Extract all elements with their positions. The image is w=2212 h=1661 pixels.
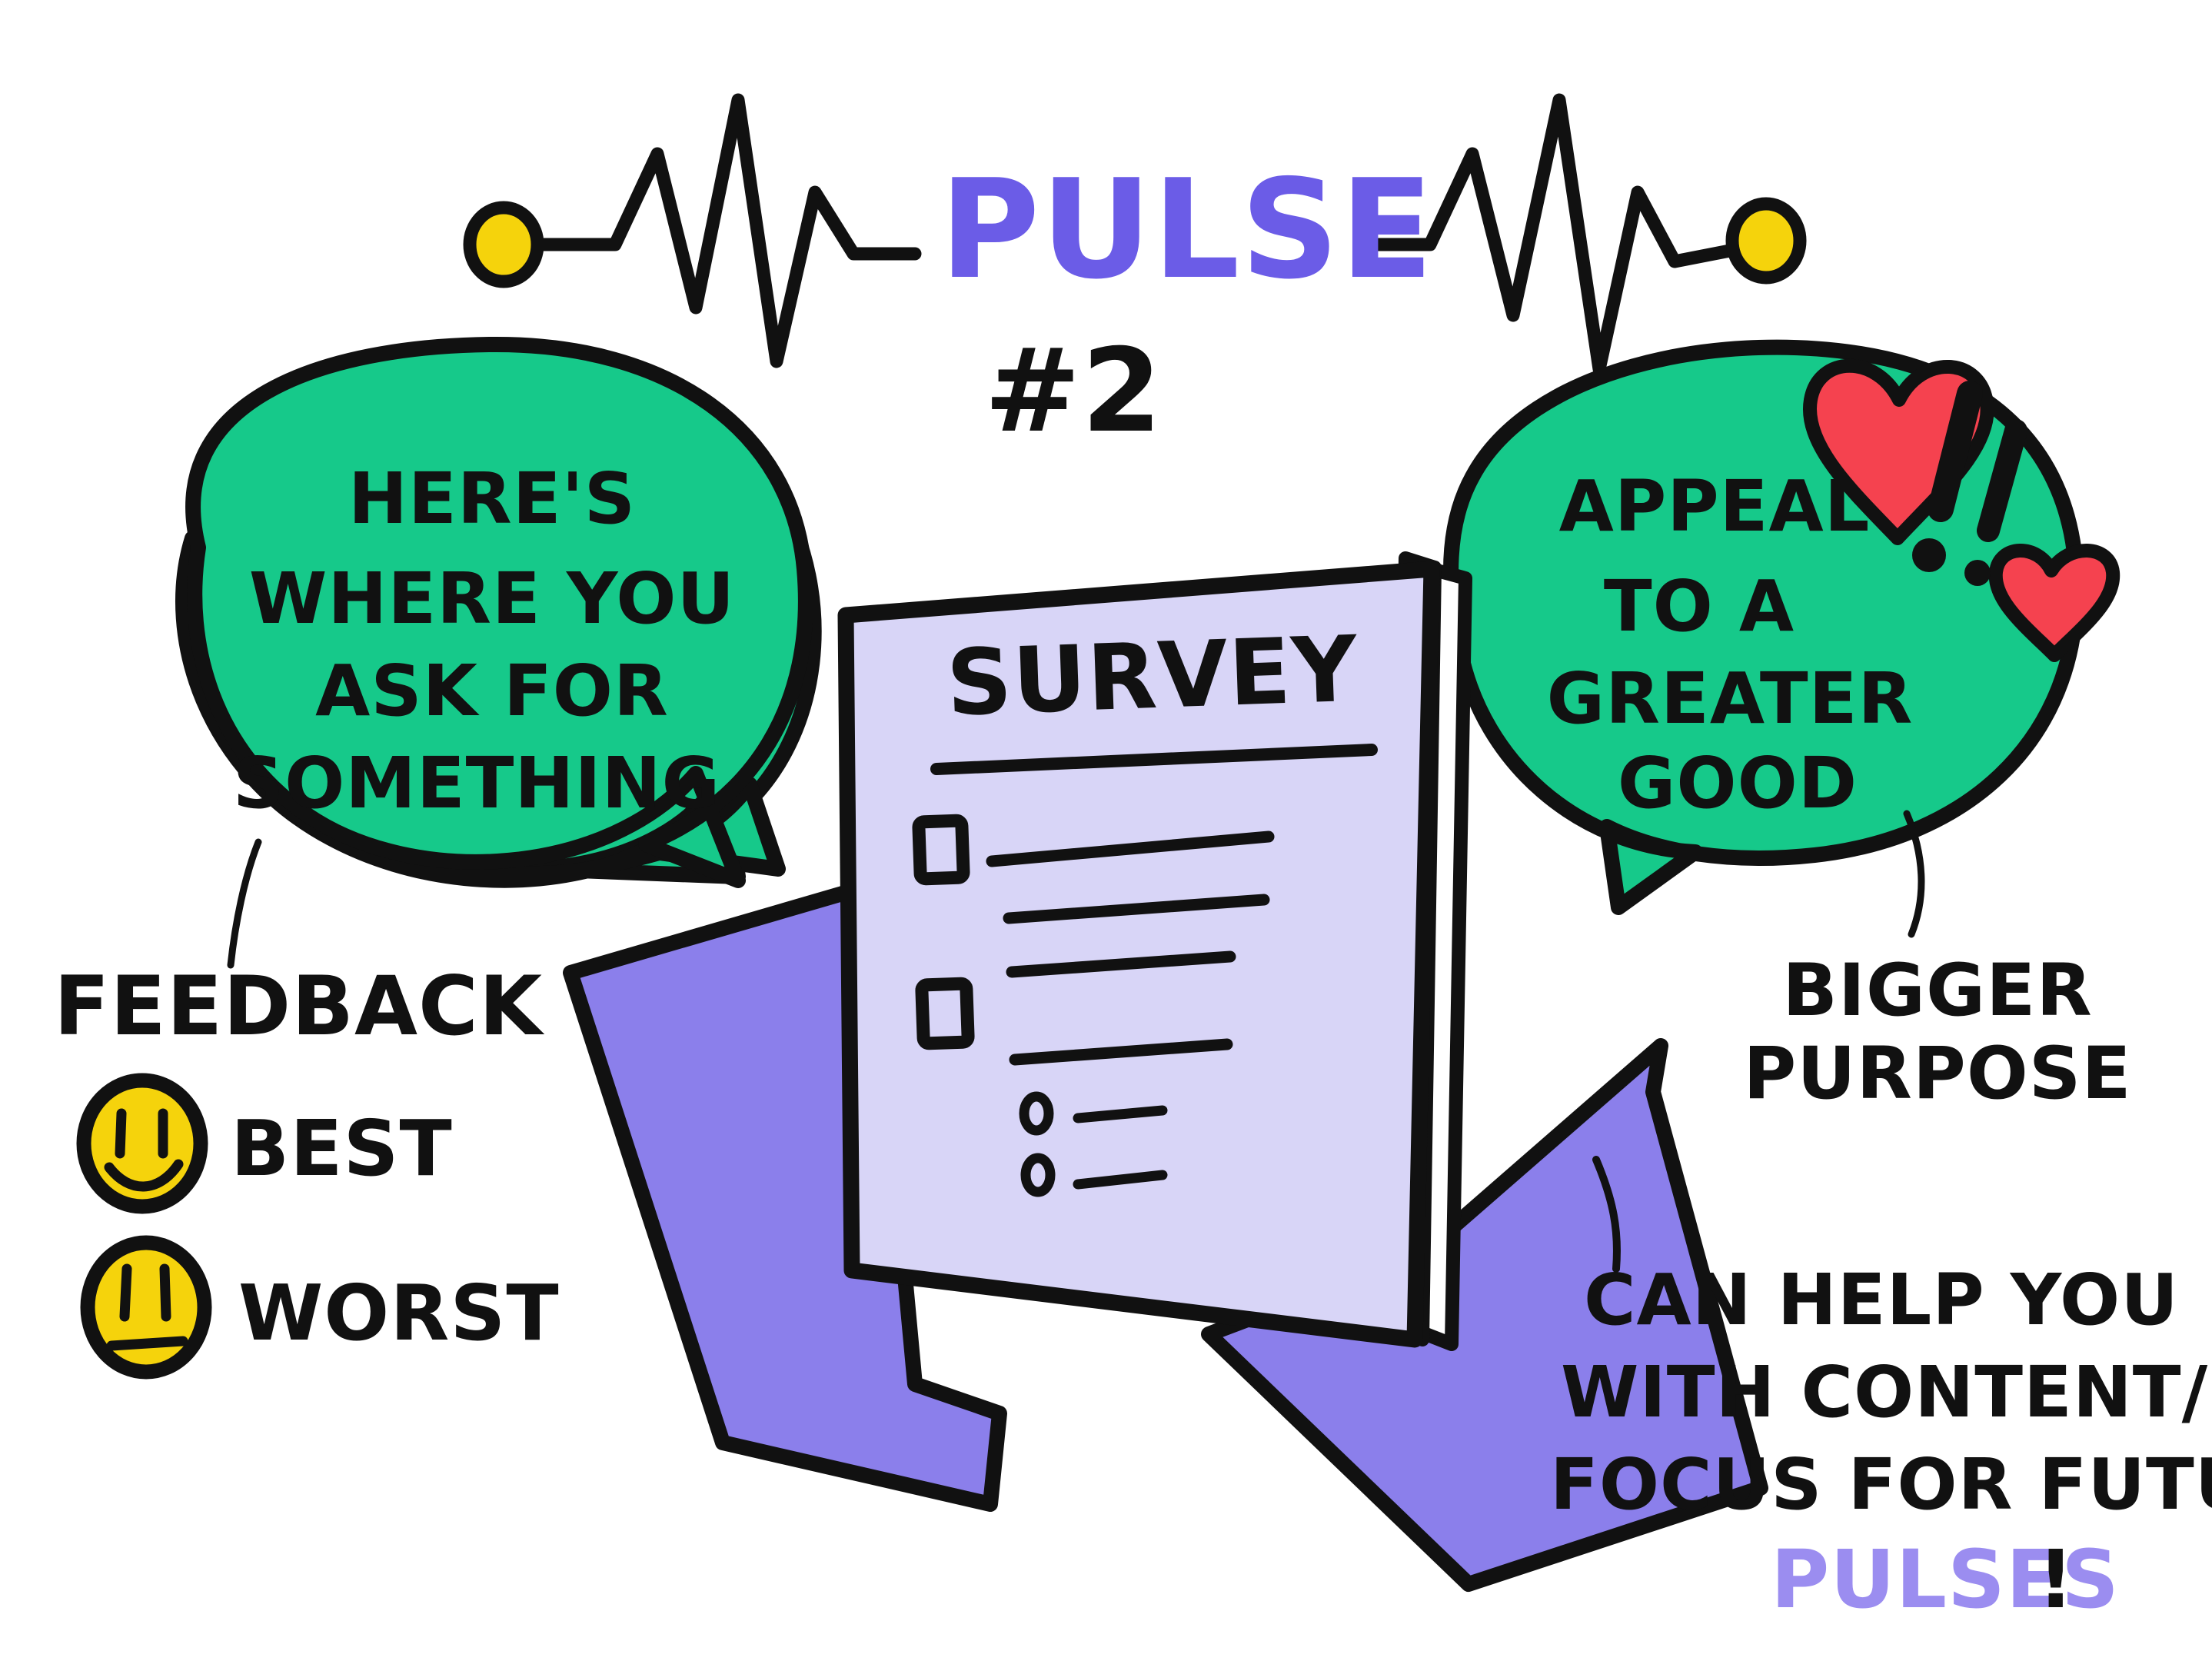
- radio-circle: [1019, 1091, 1054, 1136]
- heart-icon-small: [1988, 544, 2121, 662]
- bigger-purpose-line-1: BIGGER: [1782, 949, 2093, 1033]
- right-bubble-line-3: GREATER: [1547, 657, 1914, 740]
- left-bubble-line-3: ASK FOR: [315, 650, 669, 732]
- left-bubble-line-4: SOMETHING: [233, 742, 720, 824]
- left-bubble-line-2: WHERE YOU: [249, 558, 735, 640]
- exclamation-mark-1: [1912, 381, 1983, 572]
- right-bubble-text: APPEAL TO A GREATER GOOD: [1547, 465, 1914, 824]
- survey-rule-line: [1009, 1038, 1233, 1066]
- pulse-dot-right: [1725, 197, 1807, 285]
- radio-circle: [1020, 1153, 1056, 1197]
- left-bubble-text: HERE'S WHERE YOU ASK FOR SOMETHING: [233, 458, 735, 824]
- smiley-happy-face: [76, 1073, 208, 1214]
- survey-rule-line: [1006, 950, 1236, 978]
- right-bubble-line-4: GOOD: [1618, 742, 1858, 824]
- exclamation-mark-2: [1964, 419, 2027, 586]
- feedback-heading: FEEDBACK: [54, 959, 545, 1054]
- right-bubble-line-2: TO A: [1604, 565, 1795, 647]
- left-speech-bubble: [175, 336, 822, 888]
- survey-rule-line: [1003, 894, 1270, 924]
- survey-rule-line: [1073, 1170, 1168, 1190]
- right-bubble-line-1: APPEAL: [1559, 465, 1871, 548]
- checkbox-square: [912, 814, 970, 886]
- future-note-line-3: FOCUS FOR FUTURE: [1550, 1443, 2212, 1526]
- survey-title-rule: [930, 744, 1378, 775]
- curved-connector-line-future-note: [1592, 1156, 1621, 1273]
- future-note-highlight: PULSES: [1771, 1533, 2120, 1626]
- left-bubble-line-1: HERE'S: [348, 458, 636, 540]
- feedback-label-worst: WORST: [238, 1268, 560, 1358]
- bigger-purpose-line-2: PURPOSE: [1743, 1032, 2131, 1116]
- heartbeat-line: [531, 93, 1741, 376]
- curved-connector-line-feedback: [227, 838, 262, 969]
- survey-rule-line: [1073, 1105, 1168, 1123]
- future-note-highlight-punct: !: [2037, 1533, 2074, 1626]
- heart-icon-large: [1802, 358, 1994, 545]
- future-note-line-1: CAN HELP YOU: [1584, 1259, 2179, 1341]
- curved-connector-line-bigger-purpose: [1903, 810, 1925, 938]
- survey-rule-line: [986, 830, 1275, 867]
- future-note-line-2: WITH CONTENT/: [1561, 1351, 2208, 1433]
- issue-number: #2: [984, 325, 1163, 458]
- page-title: PULSE: [940, 150, 1434, 309]
- smiley-neutral-face: [80, 1235, 212, 1380]
- checkbox-square: [915, 977, 975, 1050]
- pulse-dot-left: [463, 201, 544, 288]
- feedback-label-best: BEST: [231, 1103, 453, 1193]
- survey-title: SURVEY: [945, 616, 1360, 737]
